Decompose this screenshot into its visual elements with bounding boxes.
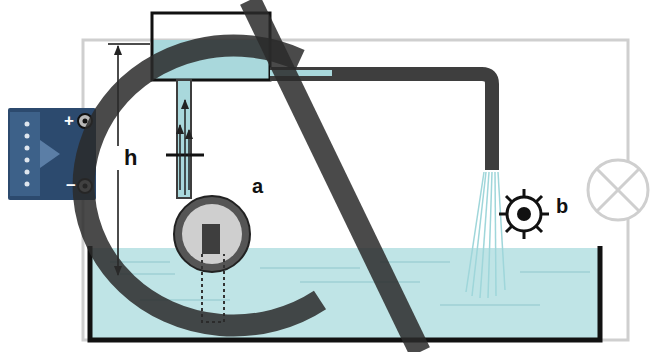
water-ripples [110,262,590,305]
riser-pipe [177,80,191,198]
part-label: b [556,196,568,216]
part-label: a [252,176,263,196]
watermark-stroke [84,0,420,352]
flow-arrows [180,100,189,195]
terminal-sign: + [64,112,74,129]
terminal-sign: − [66,177,76,194]
pump [174,196,250,322]
water-wheel [499,189,549,239]
circuit-wire [83,40,628,340]
dimension-label: h [124,147,137,169]
basin-water [90,248,600,340]
basin-wall [90,246,600,340]
water-jet [466,172,505,298]
lamp-symbol [588,160,648,220]
